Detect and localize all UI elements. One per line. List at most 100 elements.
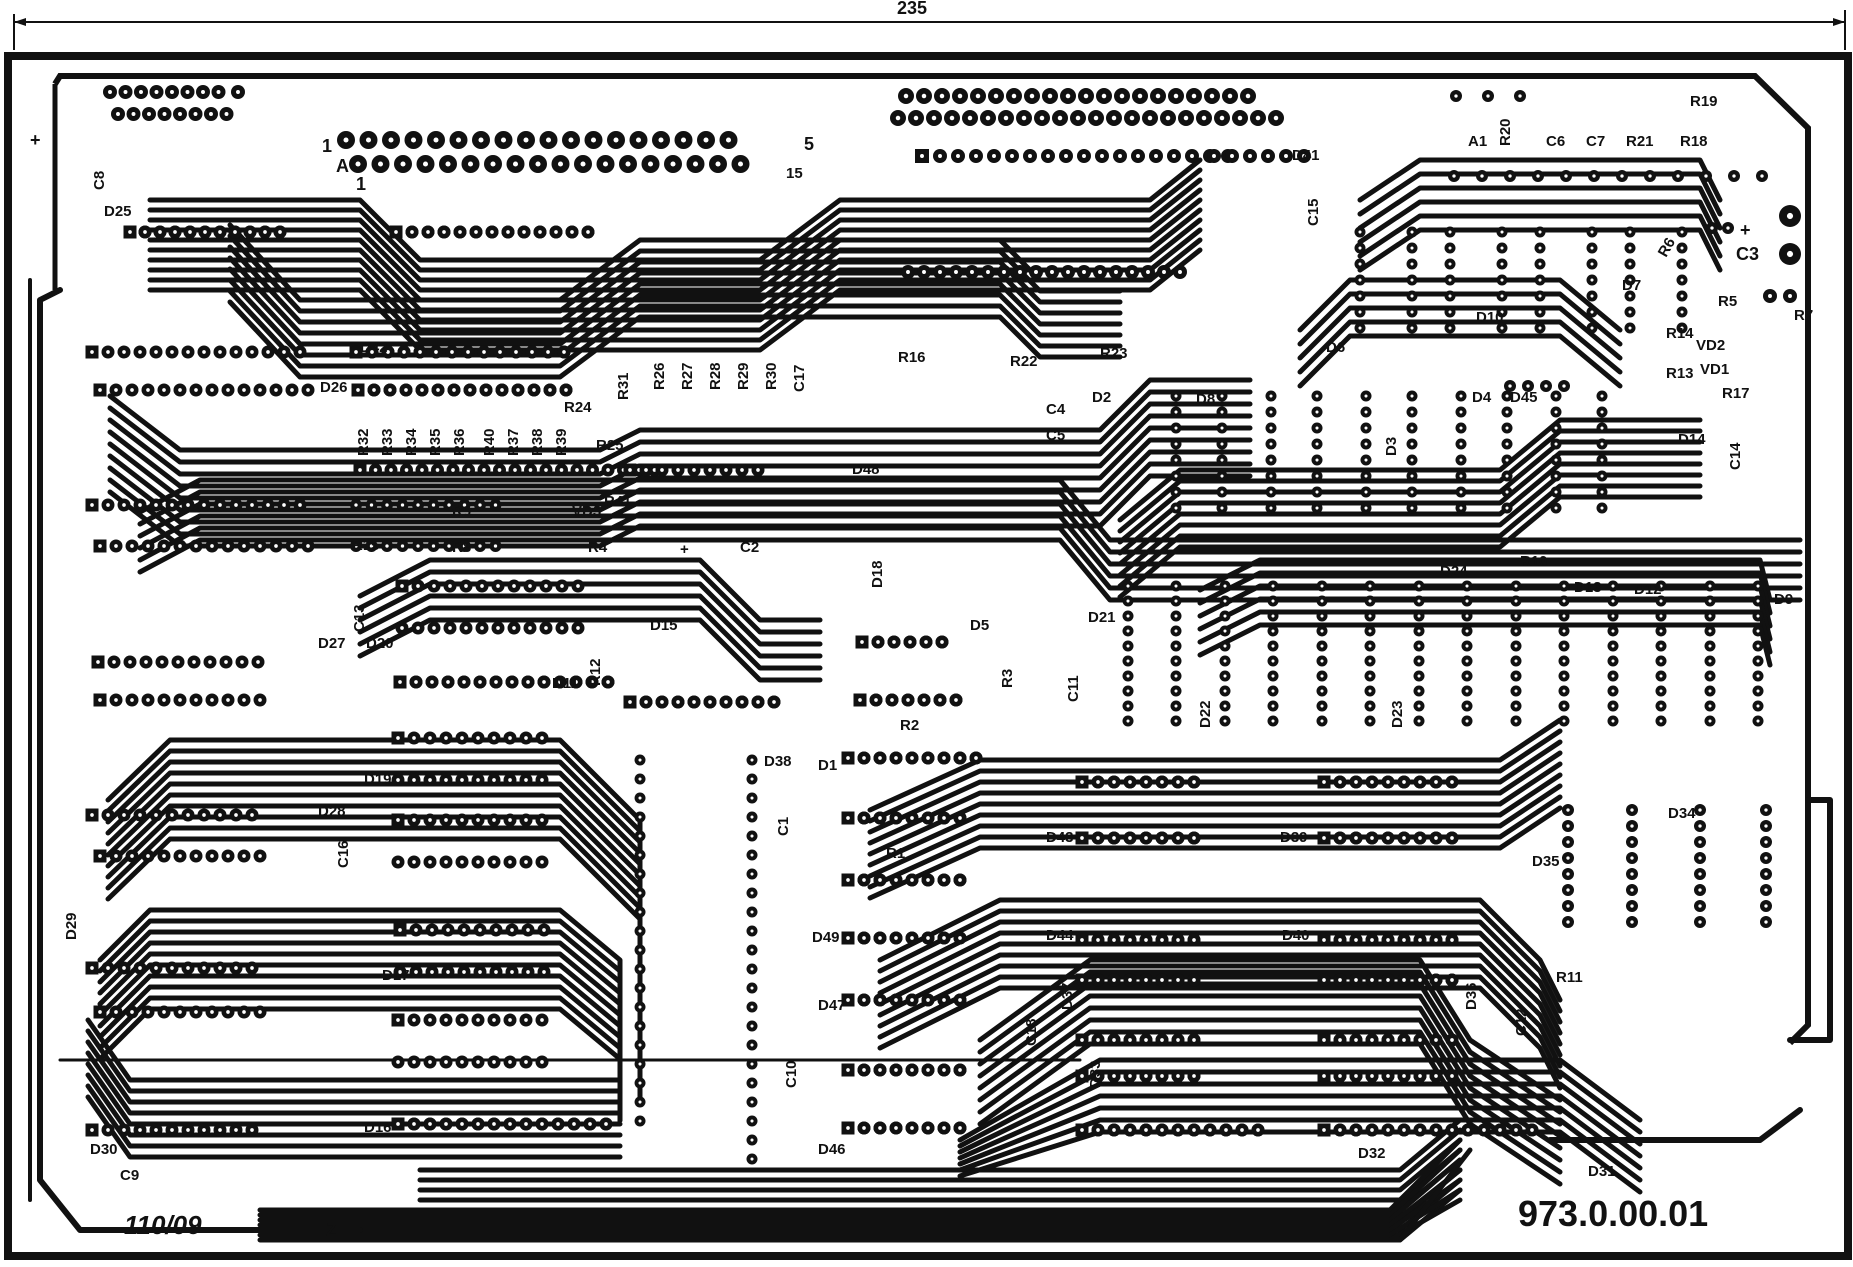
label-c15: C15 [1305, 198, 1322, 226]
plus-mark-left: + [30, 130, 41, 150]
pad-hole [910, 756, 914, 760]
pad-hole [114, 854, 118, 858]
pad-hole [1448, 310, 1452, 314]
pad-hole [528, 626, 532, 630]
pad-hole [1417, 644, 1421, 648]
pad-hole [1003, 115, 1009, 121]
pad-hole [388, 137, 394, 143]
pad-hole [224, 112, 229, 116]
label-d33: D33 [1087, 1060, 1104, 1088]
pad-hole [1315, 426, 1319, 430]
pad-hole [942, 998, 946, 1002]
pad-hole [1680, 230, 1684, 234]
pad-hole [1554, 442, 1558, 446]
pad-hole [1630, 808, 1634, 812]
label-connector-5: 5 [804, 134, 814, 154]
label-c7: C7 [1586, 133, 1605, 150]
pad-hole [967, 115, 973, 121]
pad-hole [250, 350, 254, 354]
pad-hole [266, 350, 270, 354]
label-r28: R28 [707, 362, 724, 390]
pad-hole [878, 1068, 882, 1072]
pad-hole [1698, 856, 1702, 860]
pad-hole [1417, 719, 1421, 723]
pad-hole [436, 388, 440, 392]
pad-hole [1482, 1128, 1486, 1132]
pad-hole [404, 468, 409, 472]
label-d25: D25 [104, 203, 132, 220]
pad-hole [1368, 689, 1372, 693]
pad-hole [116, 112, 120, 116]
pad-hole [676, 700, 680, 704]
pad-hole [186, 966, 190, 970]
pad-hole [724, 700, 728, 704]
pad-hole [1566, 808, 1570, 812]
pad-hole [412, 778, 416, 782]
pad-hole [446, 928, 450, 932]
label-r13: R13 [1666, 365, 1694, 382]
pad-hole [1600, 490, 1604, 494]
pad-hole [1514, 614, 1518, 618]
pad-hole [1417, 614, 1421, 618]
pad-hole [416, 626, 420, 630]
pad-hole [528, 584, 532, 588]
pad-hole [1514, 719, 1518, 723]
pad-hole [524, 778, 528, 782]
pad-hole [1212, 154, 1216, 158]
pad-hole [154, 966, 158, 970]
label-d38: D38 [764, 753, 792, 770]
pad-hole [1434, 1038, 1438, 1042]
pad-hole [298, 350, 302, 354]
label-r26: R26 [651, 362, 668, 390]
pad-hole [1659, 704, 1663, 708]
pad-hole [1554, 394, 1558, 398]
label-r27: R27 [679, 362, 696, 390]
pad-hole [1417, 659, 1421, 663]
pad-hole [1338, 1128, 1342, 1132]
trace [1117, 428, 1703, 534]
pad-hole [562, 350, 566, 354]
pad-hole [1080, 938, 1084, 942]
pad-hole [1611, 704, 1615, 708]
pad-hole [162, 854, 166, 858]
pad-hole [1219, 115, 1225, 121]
pad-hole [1764, 824, 1768, 828]
pad-hole [926, 756, 930, 760]
pad-hole [1354, 1128, 1358, 1132]
pad-hole [903, 93, 909, 99]
pad-hole [1418, 1074, 1422, 1078]
handwritten-note: 110/09 [124, 1210, 202, 1240]
pad-hole [894, 1068, 898, 1072]
pad-hole [1630, 904, 1634, 908]
pad-hole [513, 468, 517, 472]
pad-hole [162, 698, 166, 702]
pad-hole [1174, 410, 1178, 414]
pad-hole [416, 503, 420, 507]
pad-hole [1434, 978, 1438, 982]
pad-hole [546, 350, 550, 354]
trace [227, 233, 1123, 314]
pad-hole [926, 936, 930, 940]
pad-hole [660, 468, 664, 472]
pad-hole [1764, 920, 1768, 924]
pad-hole [1322, 1128, 1326, 1132]
pad-hole [508, 736, 512, 740]
pad-hole [862, 1068, 866, 1072]
trace [1547, 1107, 1803, 1143]
pad-hole [234, 966, 238, 970]
pad-hole [234, 503, 238, 507]
pad-hole [1402, 978, 1406, 982]
pad-hole [1192, 780, 1196, 784]
pad-hole [258, 388, 262, 392]
pad-hole [862, 1126, 866, 1130]
pad-hole [410, 137, 417, 143]
pad-hole [638, 967, 642, 971]
pad-hole [1064, 154, 1068, 158]
pad-hole [490, 161, 496, 167]
pad-hole [412, 736, 416, 740]
pad-hole [638, 1081, 642, 1085]
pad-hole [1010, 154, 1014, 158]
pad-hole [613, 137, 619, 143]
pad-hole [523, 137, 529, 143]
pad-hole [1698, 872, 1702, 876]
